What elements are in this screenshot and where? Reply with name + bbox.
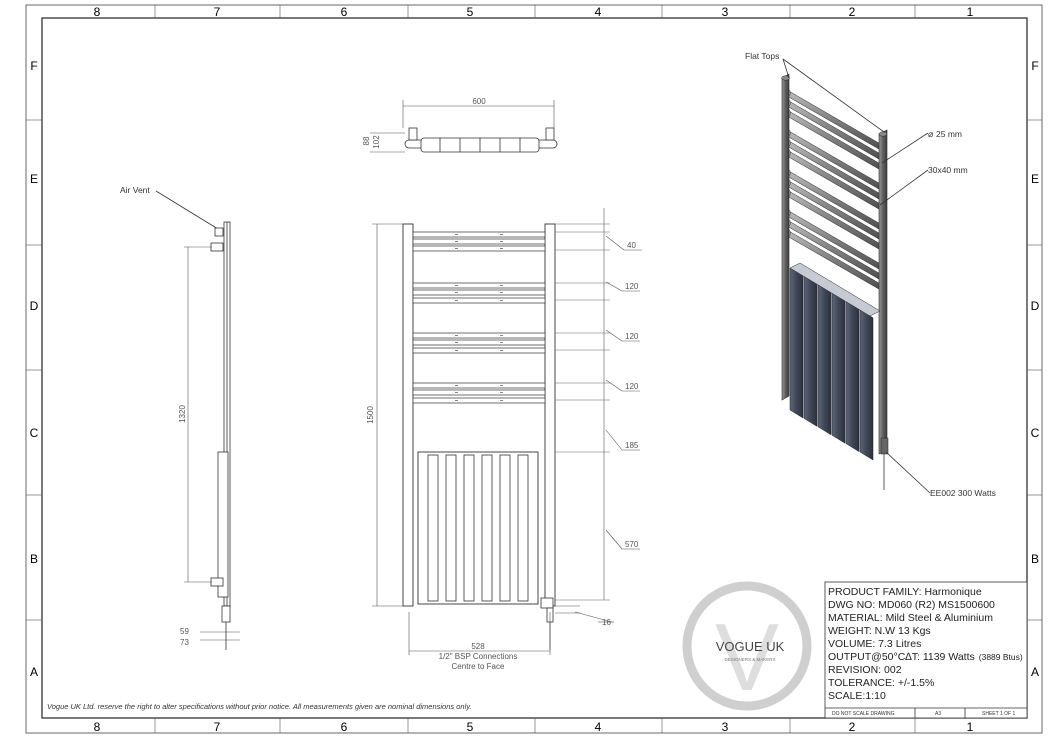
side-centers-label: 1320: [178, 405, 187, 423]
front-towel-bar: [412, 347, 546, 354]
top-view-width-label: 600: [472, 97, 486, 106]
zone-col-top: 4: [595, 5, 602, 19]
zone-col-top: 2: [849, 5, 856, 19]
front-spacing-label: 120: [625, 382, 639, 391]
zone-col-top: 8: [94, 5, 101, 19]
front-towel-bar: [412, 282, 546, 289]
connections-label-2: Centre to Face: [452, 662, 505, 671]
iso-view: Flat Tops ⌀ 25 mm 30x40 mm EE002 300 Wat…: [745, 51, 996, 498]
iso-panel-fin: [789, 267, 804, 419]
revision: REVISION: 002: [828, 664, 902, 676]
product-family: PRODUCT FAMILY: Harmonique: [828, 586, 982, 598]
front-height-label: 1500: [366, 406, 375, 424]
front-towel-bar: [412, 382, 546, 389]
zone-row-right: F: [1031, 59, 1038, 73]
front-towel-bar: [412, 238, 546, 245]
zone-col-bottom: 5: [467, 720, 474, 734]
sheet-number: SHEET 1 OF 1: [982, 711, 1015, 717]
zone-col-bottom: 7: [214, 720, 221, 734]
rail-size-label: 30x40 mm: [928, 165, 968, 175]
no-scale-note: DO NOT SCALE DRAWING: [832, 711, 895, 717]
zone-row-right: C: [1031, 426, 1040, 440]
front-bottom-offset-label: 16: [602, 618, 611, 627]
zone-col-bottom: 8: [94, 720, 101, 734]
front-spacing-label: 185: [625, 441, 639, 450]
front-towel-bar: [412, 339, 546, 346]
scale: SCALE:1:10: [828, 690, 886, 702]
front-towel-bar: [412, 289, 546, 296]
iso-panel-fin: [803, 275, 818, 427]
zone-col-top: 7: [214, 5, 221, 19]
zone-row-left: C: [30, 426, 39, 440]
zone-col-bottom: 2: [849, 720, 856, 734]
zone-col-bottom: 6: [341, 720, 348, 734]
logo-brand: VOGUE UK: [716, 639, 785, 654]
side-d2-label: 73: [180, 638, 189, 647]
iso-panel-fin: [845, 301, 860, 453]
tolerance: TOLERANCE: +/-1.5%: [828, 677, 934, 689]
zone-col-bottom: 1: [967, 720, 974, 734]
front-spacing-label: 120: [625, 282, 639, 291]
zone-col-top: 1: [967, 5, 974, 19]
drawing-border: [25, 4, 1043, 734]
zone-labels: 8 7 6 5 4 3 2 1 8 7 6 5 4 3 2 1 F E D C …: [30, 5, 1040, 734]
front-towel-bar: [412, 297, 546, 304]
side-d1-label: 59: [180, 627, 189, 636]
zone-row-right: B: [1031, 552, 1039, 566]
material: MATERIAL: Mild Steel & Aluminium: [828, 612, 993, 624]
zone-row-left: B: [30, 552, 38, 566]
volume: VOLUME: 7.3 Litres: [828, 638, 921, 650]
title-block: PRODUCT FAMILY: Harmonique DWG NO: MD060…: [824, 581, 1028, 719]
flat-tops-label: Flat Tops: [745, 51, 779, 61]
diameter-label: 25 mm: [936, 129, 962, 139]
zone-col-top: 3: [722, 5, 729, 19]
iso-panel-fin: [859, 309, 874, 461]
logo-tagline: DESIGNERS & MAKERS: [724, 657, 775, 662]
front-spacing-label: 570: [625, 540, 639, 549]
zone-row-left: E: [30, 172, 38, 186]
zone-row-left: A: [30, 665, 38, 679]
top-view-depth-b-label: 102: [372, 135, 381, 149]
zone-row-right: E: [1031, 172, 1039, 186]
top-view-depth-a-label: 88: [362, 136, 371, 145]
front-towel-bar: [412, 231, 546, 238]
zone-col-top: 5: [467, 5, 474, 19]
weight: WEIGHT: N.W 13 Kgs: [828, 625, 931, 637]
element-label: EE002 300 Watts: [930, 488, 996, 498]
front-view: 1500 40 120 120 120 185 570 16 528 1/2" …: [366, 208, 642, 671]
connections-label: 1/2" BSP Connections: [439, 652, 518, 661]
iso-panel-fin: [831, 292, 846, 444]
drawing-number: DWG NO: MD060 (R2) MS1500600: [828, 599, 995, 611]
zone-row-left: F: [30, 59, 37, 73]
vogue-logo: V VOGUE UK DESIGNERS & MAKERS: [682, 581, 812, 711]
logo-letter: V: [715, 604, 779, 711]
side-view: Air Vent 1320 59 73: [120, 185, 240, 650]
air-vent-label: Air Vent: [120, 185, 150, 195]
zone-row-left: D: [30, 299, 39, 313]
zone-row-right: D: [1031, 299, 1040, 313]
sheet-size: A3: [935, 711, 941, 717]
top-view: 600 88 102: [362, 97, 558, 153]
disclaimer: Vogue UK Ltd. reserve the right to alter…: [47, 702, 472, 711]
diameter-symbol: ⌀: [928, 129, 934, 139]
front-towel-bar: [412, 245, 546, 252]
zone-col-top: 6: [341, 5, 348, 19]
zone-col-bottom: 4: [595, 720, 602, 734]
front-towel-bar: [412, 389, 546, 396]
output: OUTPUT@50°C∆T: 1139 Watts(3889 Btus): [828, 651, 1023, 663]
front-towel-bar: [412, 397, 546, 404]
front-panel-width-label: 528: [471, 642, 485, 651]
zone-col-bottom: 3: [722, 720, 729, 734]
front-spacing-label: 40: [627, 241, 636, 250]
iso-panel-fin: [817, 284, 832, 436]
zone-row-right: A: [1031, 665, 1039, 679]
front-towel-bar: [412, 332, 546, 339]
front-spacing-label: 120: [625, 332, 639, 341]
